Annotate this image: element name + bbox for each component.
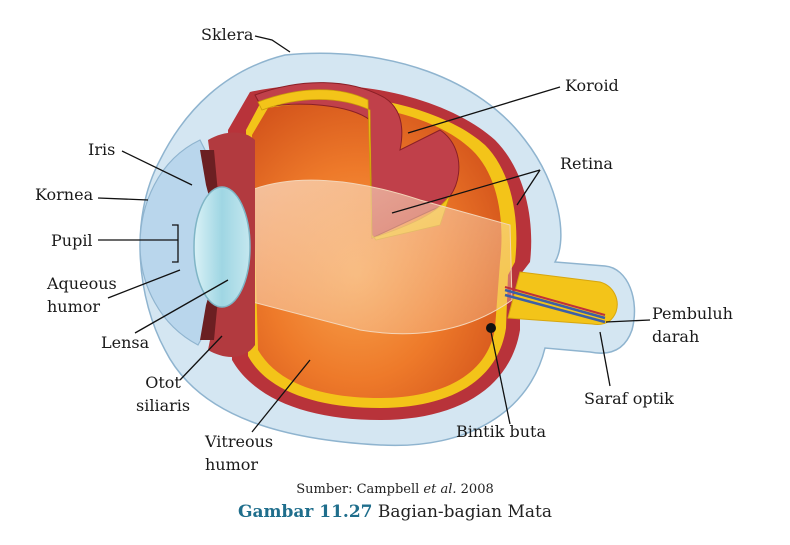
leader-retina-2 <box>516 169 541 206</box>
label-koroid: Koroid <box>565 76 619 95</box>
pupil-bracket <box>172 224 179 263</box>
label-pembuluh-darah: Pembuluh darah <box>652 302 733 348</box>
label-iris: Iris <box>88 140 116 159</box>
label-vitreous-humor: Vitreous humor <box>205 430 273 476</box>
leader-pembuluh <box>605 319 651 323</box>
leader-otot <box>179 335 223 381</box>
source-caption: Sumber: Campbell et al. 2008 <box>0 482 790 497</box>
label-otot-line2: siliaris <box>136 396 191 415</box>
label-bintik-buta: Bintik buta <box>456 422 547 441</box>
label-pembuluh-line2: darah <box>652 327 700 346</box>
label-otot-siliaris: Otot siliaris <box>136 371 190 417</box>
source-suffix: 2008 <box>456 482 494 497</box>
blood-vessels-red <box>504 286 606 316</box>
label-aqueous-humor: Aqueous humor <box>47 272 117 318</box>
blind-spot <box>486 323 496 333</box>
label-lensa: Lensa <box>101 333 150 352</box>
lens-shape <box>193 186 251 308</box>
figure-number: Gambar 11.27 <box>237 502 373 522</box>
leader-iris <box>121 150 193 186</box>
label-sklera: Sklera <box>201 25 254 44</box>
hyaloid-sheet <box>239 179 513 335</box>
label-aqueous-line2: humor <box>47 297 101 316</box>
figure-caption: Gambar 11.27 Bagian-bagian Mata <box>0 502 790 522</box>
leader-bintik <box>490 331 511 425</box>
cornea-shape <box>139 139 213 346</box>
label-retina: Retina <box>560 154 613 173</box>
source-italic: et al. <box>423 482 457 497</box>
label-pupil: Pupil <box>51 231 93 250</box>
leader-aqueous <box>107 269 181 299</box>
blood-vessels <box>504 288 606 324</box>
label-kornea: Kornea <box>35 185 94 204</box>
label-vitreous-line1: Vitreous <box>205 432 274 451</box>
leader-retina-1 <box>391 169 541 214</box>
figure-title: Bagian-bagian Mata <box>372 502 553 522</box>
leader-sklera <box>254 35 291 53</box>
label-vitreous-line2: humor <box>205 455 259 474</box>
leader-saraf <box>599 331 611 387</box>
source-prefix: Sumber: Campbell <box>296 482 424 497</box>
leader-kornea <box>97 197 149 201</box>
label-otot-line1: Otot <box>145 373 181 392</box>
label-saraf-optik: Saraf optik <box>584 389 674 408</box>
leader-koroid <box>407 86 561 134</box>
leader-vitreous <box>251 359 311 433</box>
label-aqueous-line1: Aqueous <box>47 274 117 293</box>
leader-lensa <box>134 279 229 334</box>
label-pembuluh-line1: Pembuluh <box>652 304 733 323</box>
